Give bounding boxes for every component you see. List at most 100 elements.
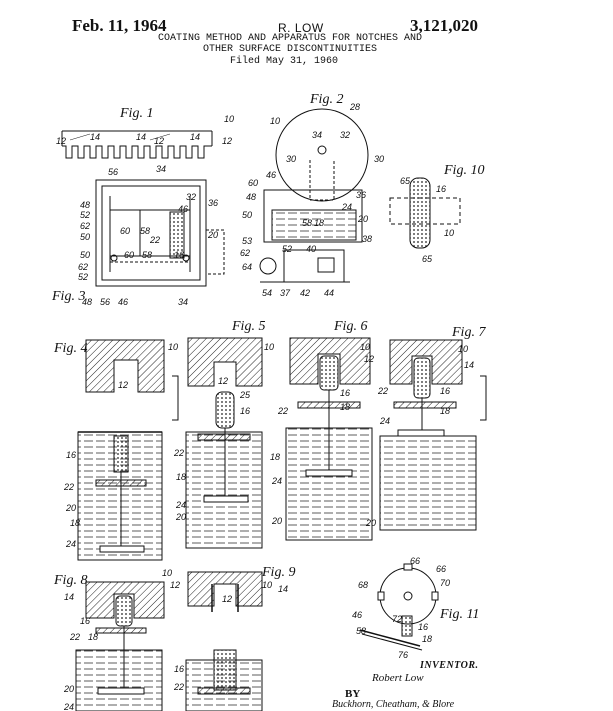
ref-22: 22 [277,406,288,416]
ref-76: 76 [398,650,408,660]
ref-54: 54 [262,288,272,298]
ref-52: 52 [78,272,88,282]
ref-50: 50 [80,250,90,260]
patent-number: 3,121,020 [410,16,478,35]
inventor-signature: Robert Low [372,672,424,684]
ref-22: 22 [173,448,184,458]
ref-42: 42 [300,288,310,298]
fig6-label: Fig. 6 [333,319,367,334]
ref-18: 18 [314,218,324,228]
figure-2: Fig. 2 10 28 34 32 30 30 46 60 48 36 24 … [240,92,384,298]
ref-48: 48 [82,297,92,307]
ref-32: 32 [186,192,196,202]
ref-64: 64 [242,262,252,272]
ref-22: 22 [173,682,184,692]
ref-10: 10 [262,580,272,590]
patent-date: Feb. 11, 1964 [72,16,167,35]
ref-20: 20 [63,684,74,694]
ref-16: 16 [418,622,428,632]
ref-16: 16 [240,406,250,416]
ref-10: 10 [224,114,234,124]
ref-72: 72 [392,614,402,624]
ref-10: 10 [162,568,172,578]
ref-36: 36 [356,190,366,200]
inventor-label: INVENTOR. [420,660,479,671]
figure-6: Fig. 6 10 12 16 22 18 18 24 20 [270,319,374,541]
ref-46: 46 [266,170,276,180]
ref-34: 34 [156,164,166,174]
ref-24: 24 [65,539,76,549]
ref-46: 46 [118,297,128,307]
ref-52: 52 [282,244,292,254]
ref-16: 16 [174,664,184,674]
ref-66: 66 [436,564,446,574]
ref-22: 22 [63,482,74,492]
ref-60: 60 [124,250,134,260]
fig2-label: Fig. 2 [309,92,343,107]
ref-12: 12 [118,380,128,390]
ref-36: 36 [208,198,218,208]
ref-18: 18 [440,406,450,416]
ref-10: 10 [360,342,370,352]
ref-10: 10 [168,342,178,352]
ref-24: 24 [63,702,74,711]
ref-20: 20 [207,230,218,240]
ref-10: 10 [458,344,468,354]
fig11-label: Fig. 11 [439,607,479,622]
ref-52: 52 [80,210,90,220]
ref-58: 58 [140,226,150,236]
fig4-label: Fig. 4 [53,341,87,356]
figure-4: Fig. 4 10 12 16 22 20 18 24 [53,339,179,561]
ref-60: 60 [120,226,130,236]
fig10-label: Fig. 10 [443,163,484,178]
ref-20: 20 [365,518,376,528]
ref-22: 22 [377,386,388,396]
ref-14: 14 [90,132,100,142]
ref-20: 20 [357,214,368,224]
by-label: BY [345,688,361,700]
ref-46: 46 [178,204,188,214]
ref-12: 12 [222,136,232,146]
title-line-1: COATING METHOD AND APPARATUS FOR NOTCHES… [157,33,423,44]
ref-62: 62 [80,221,90,231]
fig8-label: Fig. 8 [53,573,87,588]
ref-20: 20 [271,516,282,526]
filed-date: Filed May 31, 1960 [230,56,339,67]
ref-16: 16 [340,388,350,398]
ref-24: 24 [341,202,352,212]
ref-18: 18 [70,518,80,528]
ref-40: 40 [306,244,316,254]
ref-10: 10 [264,342,274,352]
ref-48: 48 [80,200,90,210]
ref-56: 56 [100,297,110,307]
ref-18: 18 [422,634,432,644]
ref-53: 53 [242,236,252,246]
ref-50: 50 [242,210,252,220]
ref-18: 18 [340,402,350,412]
ref-62: 62 [240,248,250,258]
ref-28: 28 [349,102,360,112]
ref-16: 16 [440,386,450,396]
ref-14: 14 [278,584,288,594]
figure-5: Fig. 5 10 12 25 16 22 18 24 20 [173,319,274,549]
ref-16: 16 [66,450,76,460]
ref-14: 14 [464,360,474,370]
title-line-2: OTHER SURFACE DISCONTINUITIES [202,44,378,55]
ref-58: 58 [302,218,312,228]
ref-34: 34 [178,297,188,307]
ref-12: 12 [154,136,164,146]
ref-20: 20 [65,503,76,513]
ref-14: 14 [190,132,200,142]
ref-62: 62 [78,262,88,272]
ref-12: 12 [56,136,66,146]
ref-38: 38 [362,234,372,244]
figure-9: Fig. 9 10 14 12 16 22 [173,565,295,711]
ref-24: 24 [175,500,186,510]
ref-32: 32 [340,130,350,140]
ref-48: 48 [246,192,256,202]
figure-3: Fig. 3 56 34 32 46 36 48 52 62 50 60 58 … [51,164,225,307]
figure-8: Fig. 8 10 12 14 16 22 18 20 24 [53,568,180,711]
ref-30: 30 [286,154,296,164]
figure-7: Fig. 7 10 14 22 16 18 24 20 [365,325,487,531]
